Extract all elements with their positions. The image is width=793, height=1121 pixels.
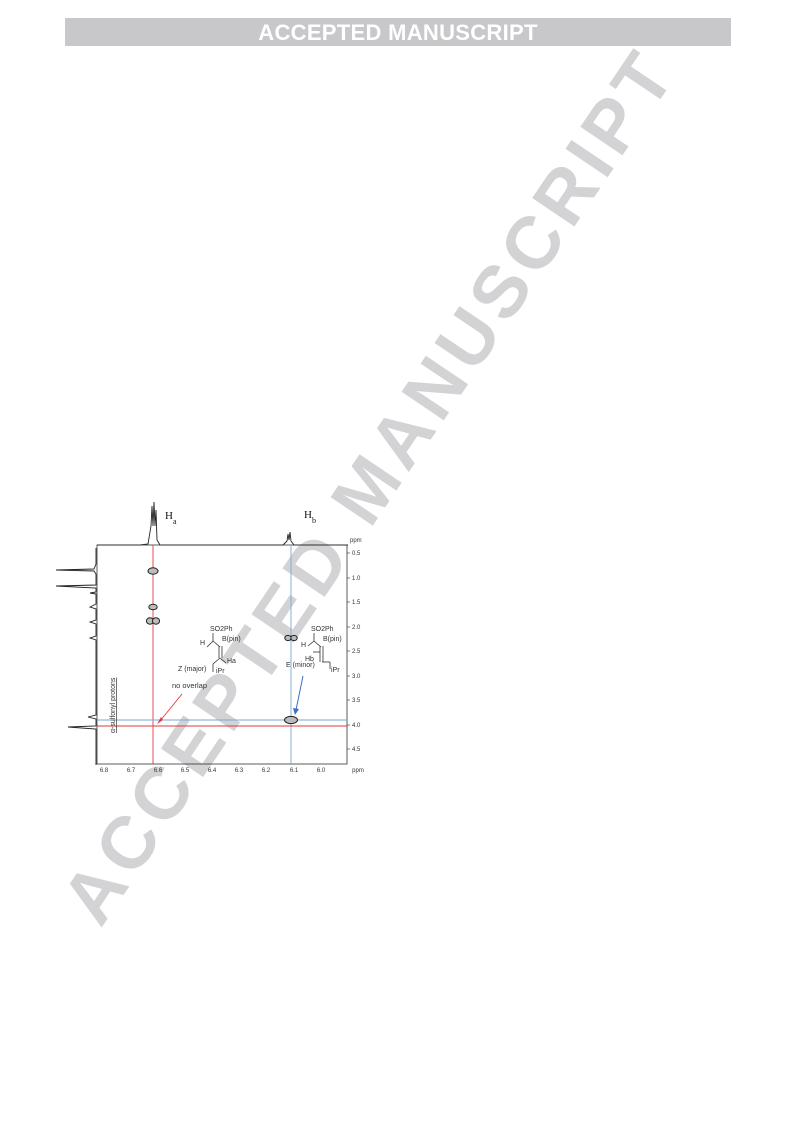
e-hb-label: Hb <box>305 656 314 663</box>
y-tick-label: 1.5 <box>352 600 361 606</box>
y-tick-label: 2.5 <box>352 649 361 655</box>
x-tick-label: 6.2 <box>262 768 271 774</box>
x-tick-label: 6.8 <box>100 768 109 774</box>
e-boron-group: B(pin) <box>323 636 342 643</box>
y-tick-label: 4.5 <box>352 747 361 753</box>
y-tick-label: 1.0 <box>352 576 361 582</box>
z-isomer-caption: Z (major) <box>178 666 206 673</box>
no-overlap-arrow <box>159 693 183 722</box>
hb-label: Hb <box>304 509 316 525</box>
y-tick-label: 3.0 <box>352 674 361 680</box>
x-tick-label: 6.4 <box>208 768 217 774</box>
top-projection-trace <box>97 501 348 546</box>
z-isomer-structure: SO2Ph B(pin) H Ha iPr Z (major) <box>178 626 241 675</box>
plot-frame <box>96 544 348 765</box>
accepted-manuscript-banner: ACCEPTED MANUSCRIPT <box>65 18 731 46</box>
y-tick-label: 2.0 <box>352 625 361 631</box>
cross-peak <box>151 617 161 625</box>
cross-peak <box>290 634 298 642</box>
e-isomer-structure: SO2Ph B(pin) H Hb iPr E (minor) <box>286 626 342 674</box>
alpha-sulfonyl-protons-label: α-sulfonyl protons <box>110 677 117 733</box>
y-tick-label: 0.5 <box>352 551 361 557</box>
z-ipr-label: iPr <box>216 668 225 675</box>
no-overlap-label: no overlap <box>172 681 207 690</box>
x-tick-label: 6.7 <box>127 768 136 774</box>
x-tick-label: 6.5 <box>181 768 190 774</box>
cross-peak <box>284 634 292 642</box>
z-sulfonyl-group: SO2Ph <box>210 626 233 633</box>
cross-peak <box>148 603 158 611</box>
y-tick-label: 3.5 <box>352 698 361 704</box>
z-ha-label: Ha <box>227 658 236 665</box>
x-axis: 6.8 6.7 6.6 6.5 6.4 6.3 6.2 6.1 6.0 ppm <box>100 768 364 774</box>
e-isomer-arrow <box>295 675 304 711</box>
cross-peak <box>284 715 298 725</box>
x-tick-label: 6.6 <box>154 768 163 774</box>
cross-peak <box>147 567 159 575</box>
x-tick-label: 6.3 <box>235 768 244 774</box>
x-axis-unit: ppm <box>352 768 364 774</box>
y-axis: ppm 0.5 1.0 1.5 2.0 2.5 3.0 3.5 4.0 4.5 <box>347 538 362 753</box>
y-axis-unit: ppm <box>350 538 362 544</box>
z-h-label: H <box>200 640 205 647</box>
z-boron-group: B(pin) <box>222 636 241 643</box>
x-tick-label: 6.0 <box>317 768 326 774</box>
y-tick-label: 4.0 <box>352 723 361 729</box>
left-projection-trace <box>55 548 97 765</box>
e-ipr-label: iPr <box>331 667 340 674</box>
ha-label: Ha <box>165 510 177 526</box>
e-sulfonyl-group: SO2Ph <box>311 626 334 633</box>
x-tick-label: 6.1 <box>290 768 299 774</box>
e-isomer-caption: E (minor) <box>286 662 315 669</box>
e-h-label: H <box>301 642 306 649</box>
cross-peaks <box>145 567 298 725</box>
